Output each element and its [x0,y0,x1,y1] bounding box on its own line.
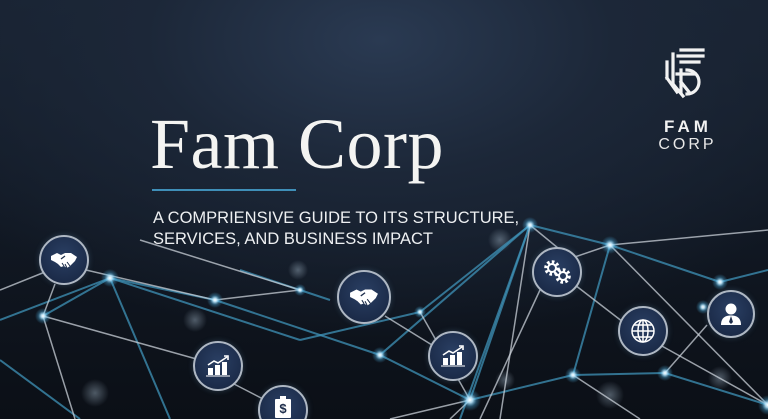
svg-text:$: $ [279,401,287,416]
user-icon [721,303,741,325]
subtitle-line-1: A COMPRIENSIVE GUIDE TO ITS STRUCTURE, [153,209,520,227]
handshake-node [39,235,89,285]
subtitle-line-2: SERVICES, AND BUSINESS IMPACT [153,230,433,248]
globe-node [618,306,668,356]
page-title: Fam Corp [150,104,445,184]
company-logo: FAM CORP [650,44,722,154]
growth-chart-node [428,331,478,381]
bar-chart-growth-icon [206,355,230,377]
subtitle: A COMPRIENSIVE GUIDE TO ITS STRUCTURE, S… [153,208,519,250]
fc-monogram-icon [664,48,705,99]
money-node: $ [258,385,308,419]
logo-text-fam: FAM [664,117,712,136]
money-bag-icon: $ [275,396,291,418]
gears-icon [544,260,571,284]
user-node [707,290,755,338]
globe-icon [631,319,655,343]
handshake-node [337,270,391,324]
title-underline [152,189,296,191]
logo-text-corp: CORP [658,136,717,153]
handshake-icon [350,289,378,306]
bar-chart-growth-icon [441,345,465,367]
handshake-icon [51,253,77,269]
gears-node [532,247,582,297]
glow-nodes [35,217,768,415]
growth-chart-node [193,341,243,391]
